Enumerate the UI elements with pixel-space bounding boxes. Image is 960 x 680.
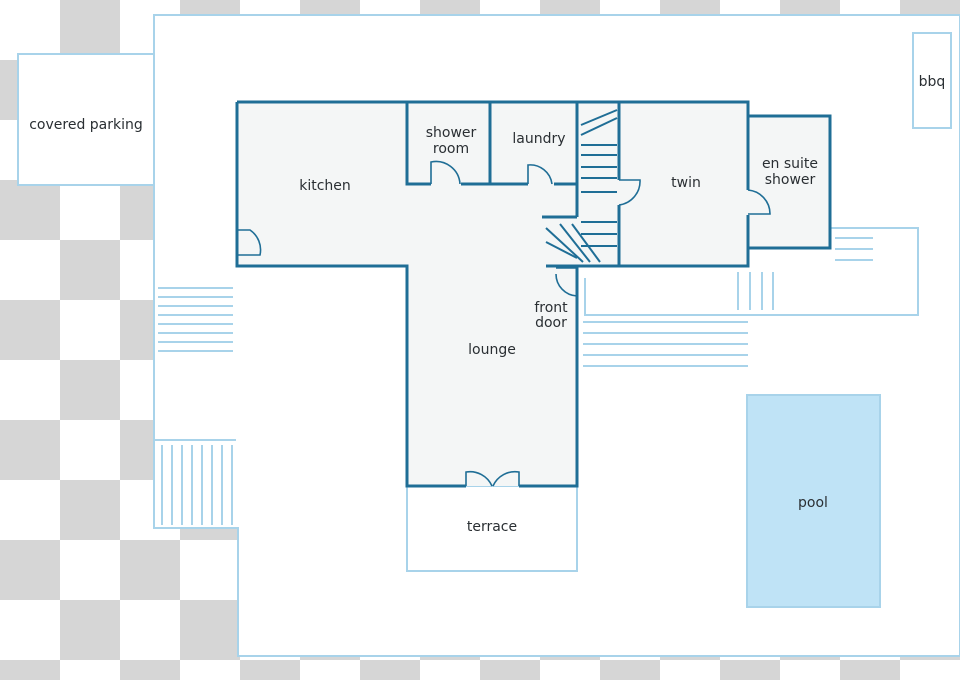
en-suite-label-line2: shower (765, 172, 816, 188)
terrace-label: terrace (467, 519, 517, 535)
covered-parking-area (17, 53, 155, 186)
steps-center (583, 321, 748, 367)
bbq-area (912, 32, 952, 129)
pool-area (746, 394, 881, 608)
deck-outline (584, 227, 919, 316)
laundry-label: laundry (512, 131, 565, 147)
house-walls (235, 100, 832, 488)
staircase (545, 109, 618, 263)
covered-parking-label: covered parking (29, 117, 143, 133)
front-door-label-line1: front (534, 300, 568, 316)
bbq-label: bbq (919, 74, 946, 90)
front-door-label-line2: door (535, 315, 567, 331)
house-floor (237, 102, 830, 486)
en-suite-label-line1: en suite (762, 156, 818, 172)
doors (237, 160, 771, 487)
steps-left (158, 287, 233, 352)
terrace-area (406, 485, 578, 572)
lounge-label: lounge (468, 342, 516, 358)
steps-lower-left (161, 445, 233, 525)
kitchen-label: kitchen (299, 178, 351, 194)
shower-room-label-line1: shower (426, 125, 477, 141)
steps-right (835, 237, 873, 261)
steps-twin (737, 272, 774, 310)
pool-label: pool (798, 495, 828, 511)
shower-room-label-line2: room (433, 141, 469, 157)
twin-label: twin (671, 175, 701, 191)
